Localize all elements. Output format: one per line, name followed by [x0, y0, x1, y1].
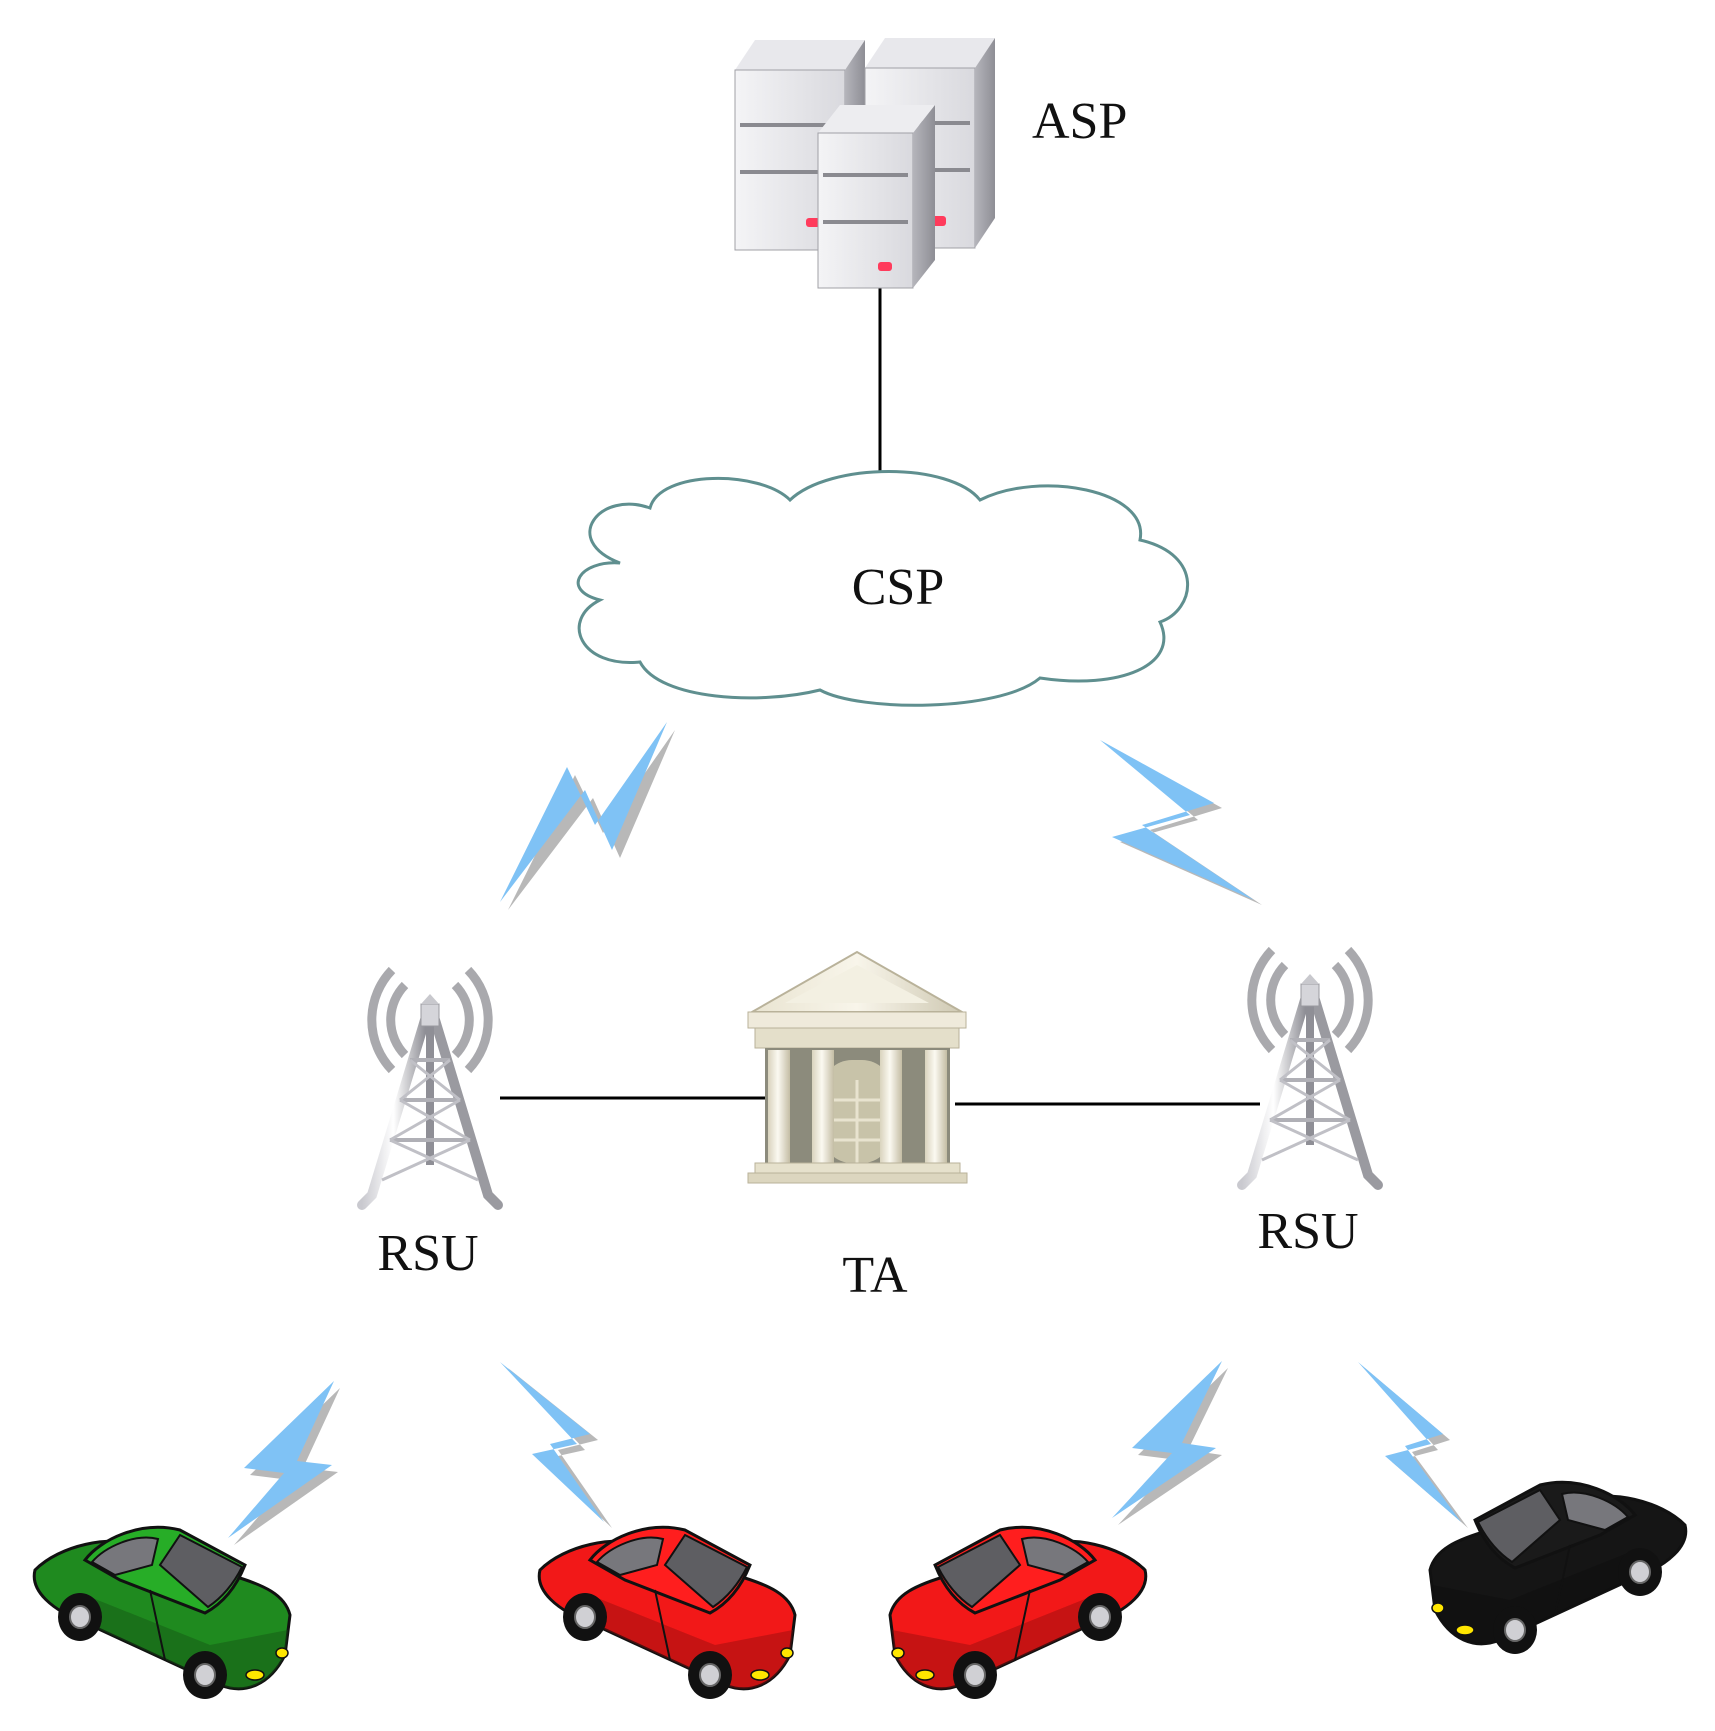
rsu-left-label: RSU — [377, 1225, 478, 1282]
lightning-icon — [500, 1362, 612, 1528]
vehicle-car-icon — [32, 1525, 292, 1699]
lightning-icon — [1358, 1362, 1468, 1528]
lightning-icon — [1100, 740, 1262, 905]
rsu-left-tower-icon — [357, 966, 503, 1210]
rsu-right-tower-icon — [1237, 946, 1383, 1190]
vehicles — [32, 1480, 1688, 1699]
csp-label: CSP — [852, 559, 945, 616]
ta-building-icon — [747, 950, 968, 1184]
vehicle-car-icon — [1428, 1480, 1688, 1654]
asp-label: ASP — [1032, 93, 1127, 150]
lightning-icon — [1112, 1361, 1228, 1525]
vehicle-car-icon — [888, 1525, 1148, 1699]
lightning-icon — [228, 1381, 340, 1545]
lightning-icon — [500, 722, 675, 910]
rsu-right-label: RSU — [1257, 1203, 1358, 1260]
links — [500, 285, 1260, 1106]
vehicle-car-icon — [537, 1525, 797, 1699]
csp-cloud-icon — [576, 470, 1190, 707]
asp-server-icon — [734, 38, 995, 289]
wireless-links — [228, 722, 1468, 1545]
ta-label: TA — [842, 1247, 908, 1304]
